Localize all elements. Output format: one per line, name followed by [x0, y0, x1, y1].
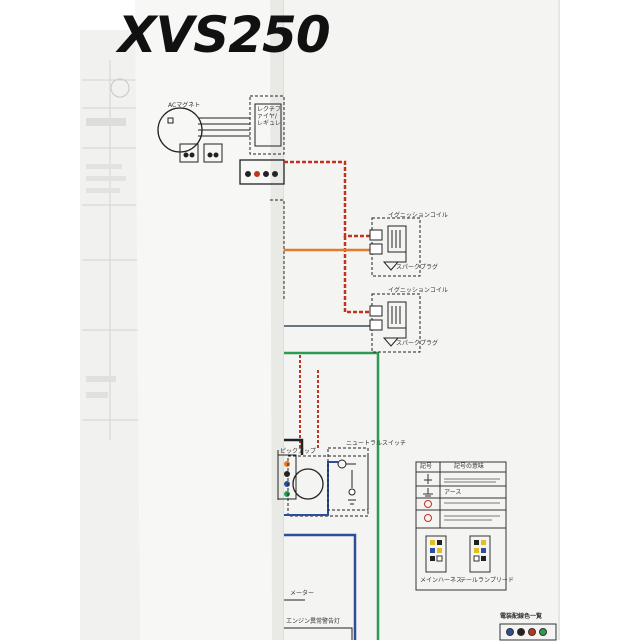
legend-row-ground: アース [444, 489, 462, 496]
main-page [284, 0, 560, 640]
wire-color-list-title: 電装配線色一覧 [500, 613, 543, 620]
rectifier-label: レクチファイヤ/レギュレ [257, 106, 282, 127]
magneto-rectifier-area [157, 95, 285, 500]
wire-red-2 [343, 236, 370, 314]
pickup-label: ピックアップ [280, 448, 317, 455]
legend-table [415, 461, 507, 591]
tail-lead-label: テールランプリード [460, 577, 514, 584]
ignition-coil-2-label: イグニッションコイル [388, 287, 448, 294]
ignition-coil-1 [369, 217, 421, 277]
meter-area [284, 599, 353, 640]
ignition-coil-2 [369, 293, 421, 353]
wiring [284, 160, 380, 640]
manual-title: XVS250 [118, 6, 331, 64]
legend-col-symbol: 記号 [420, 463, 433, 470]
color-list-row [499, 623, 557, 641]
wire-red-1 [284, 160, 370, 238]
wire-blue-2 [284, 461, 338, 516]
wire-black [284, 438, 304, 455]
spark-plug-2-label: スパークプラグ [396, 340, 439, 347]
legend-col-meaning: 記号の意味 [454, 463, 485, 470]
wire-green [284, 351, 380, 640]
spark-plug-1-label: スパークプラグ [396, 264, 439, 271]
neutral-switch [327, 447, 369, 511]
ignition-coil-1-label: イグニッションコイル [388, 212, 448, 219]
engine-warning-label: エンジン異常警告灯 [286, 618, 341, 625]
neutral-switch-label: ニュートラルスイッチ [346, 440, 407, 447]
main-harness-label: メインハーネス [420, 577, 463, 584]
magneto-label: ACマグネト [168, 102, 201, 109]
wire-blue [284, 533, 357, 640]
meter-label: メーター [290, 590, 315, 597]
